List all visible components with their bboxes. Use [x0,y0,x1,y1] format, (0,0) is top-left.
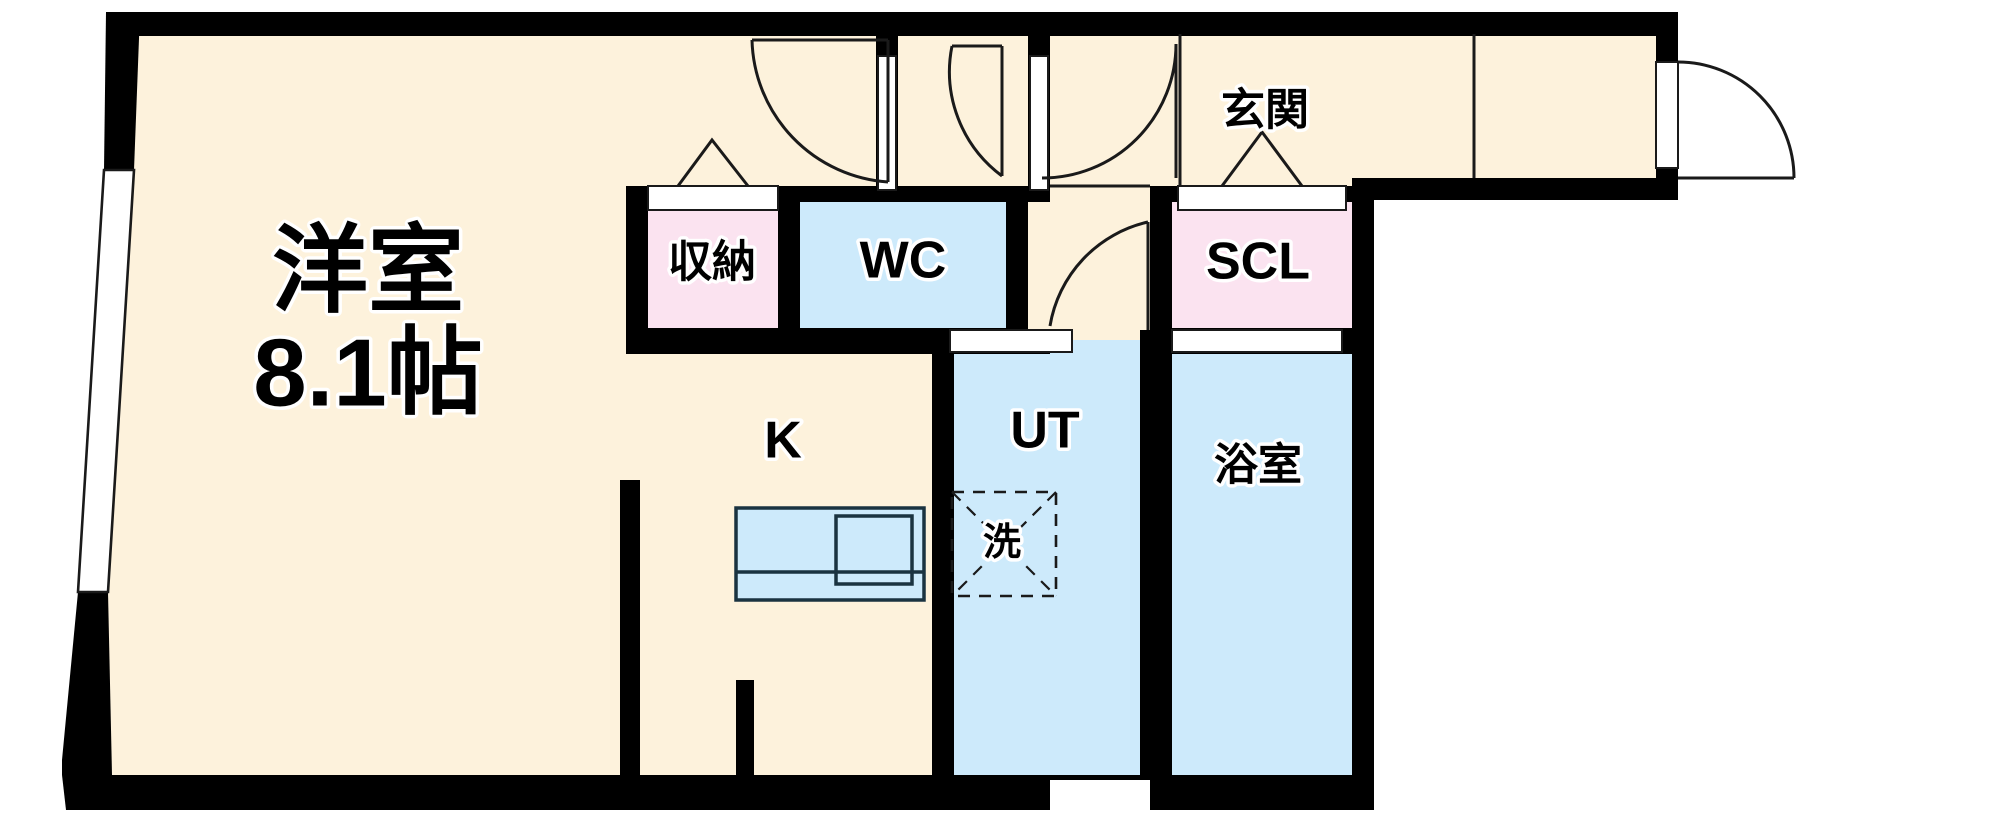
bath-floor [1172,340,1362,780]
label-utility: UT [1010,402,1080,460]
kitchen-counter [734,506,926,602]
door-hall-lower-opening[interactable] [1050,780,1150,810]
closet-floor [646,197,778,329]
wall-left-upper [104,12,140,170]
wall-wc-top [800,186,1028,202]
label-wc: WC [860,232,947,290]
thin-partitions [1050,34,1476,188]
door-main-arc [750,39,889,184]
label-closet: 収納 [668,238,756,287]
door-closet-opening[interactable] [647,185,779,211]
door-front-arc [1677,60,1796,179]
ut-floor [952,340,1142,780]
wall-kitchen-nib [788,328,934,354]
entrance-floor [1360,34,1678,194]
wall-entrance-sill [1352,178,1678,200]
door-bath-opening[interactable] [1171,329,1343,353]
label-kitchen: K [764,412,802,470]
label-main-room-name: 洋室 [272,217,464,324]
door-scl-opening[interactable] [1177,185,1347,211]
door-lobby-arc [1048,220,1149,327]
closet-door-chevron [676,137,750,187]
wall-bath-left [1150,330,1172,780]
openings [76,55,1679,810]
wall-wc-right [1006,186,1028,334]
wall-kitchen-divider [736,680,754,780]
room-labels: 洋室 8.1帖 収納 WC SCL 玄関 K UT 浴室 洗 [250,82,1314,567]
label-scl: SCL [1206,233,1310,291]
kitchen-sink-basin [834,514,914,586]
wall-ut-left [932,330,954,780]
label-entrance: 玄関 [1221,86,1309,135]
wall-hall-left [620,480,640,780]
wc-floor [800,200,1007,330]
wall-closet-right [778,186,800,342]
door-ut-arc [1041,43,1178,180]
label-washer: 洗 [983,522,1021,564]
wall-bottom-left [62,775,836,810]
label-bathroom: 浴室 [1214,440,1302,490]
scl-door-chevron [1220,129,1304,187]
folding-door-marks [676,129,1304,187]
wall-closet-bottom [626,328,800,354]
label-main-room-size: 8.1帖 [253,319,482,426]
door-wc-arc [947,45,1003,178]
wall-scl-left [1150,186,1172,354]
washer-dashed-box [950,490,1058,598]
wall-right-entrance-top [1656,12,1678,64]
door-front-opening[interactable] [1655,61,1679,169]
washer-space [950,490,1058,598]
scl-floor [1172,200,1352,328]
window-left[interactable] [76,168,136,594]
wall-right-side [1352,178,1374,810]
wall-closet-left [626,186,648,342]
door-swings [750,38,1796,330]
door-corridor-opening[interactable] [1029,55,1049,191]
washer-diag-2 [951,491,1057,597]
wall-left-lower [62,592,112,775]
door-ut-opening[interactable] [949,329,1073,353]
wall-bottom-far-right [1172,780,1374,810]
